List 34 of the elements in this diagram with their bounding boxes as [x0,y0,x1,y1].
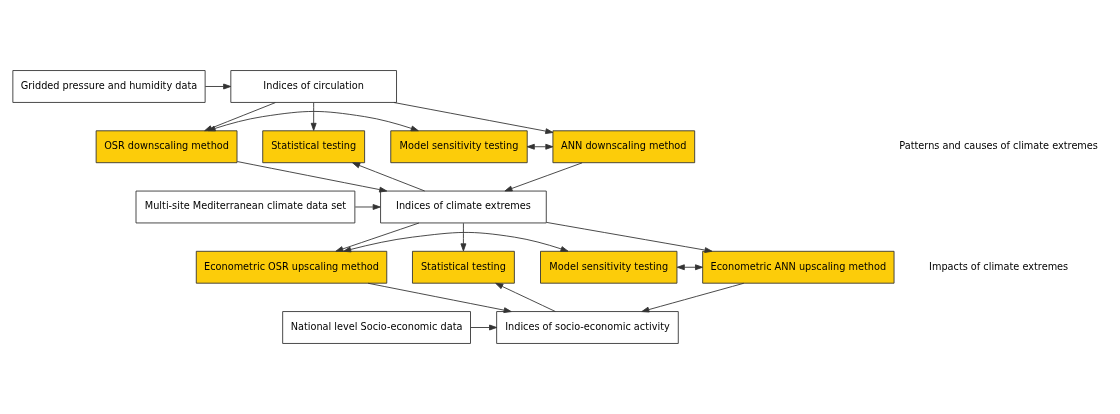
arrow [526,143,554,150]
node-box: Econometric ANN upscaling method [702,250,895,284]
node-box: Indices of circulation [230,70,397,103]
arrow [470,324,498,331]
arrow [495,282,556,312]
arrow [393,102,554,135]
arrow [207,111,419,132]
arrow [335,222,420,252]
label: Patterns and causes of climate extremes [899,140,1098,152]
arrow [310,102,317,131]
node-box: National level Socio-economic data [282,311,471,344]
arrow [204,83,232,90]
node-box: Indices of climate extremes [380,190,547,224]
arrow [367,282,512,314]
arrow [460,222,467,252]
arrow [641,282,745,313]
label: Impacts of climate extremes [929,260,1069,272]
arrow [676,264,703,271]
node-box: Model sensitivity testing [390,130,528,164]
node-box: Multi-site Mediterranean climate data set [135,190,356,224]
node-box: Econometric OSR upscaling method [195,250,388,284]
node-box: Statistical testing [412,250,515,284]
node-box: Indices of socio-economic activity [496,311,679,344]
arrow [236,161,388,193]
node-box: Gridded pressure and humidity data [12,70,206,103]
node-box: Model sensitivity testing [540,250,678,284]
arrow [354,204,381,210]
arrow [546,221,713,253]
node-box: OSR downscaling method [95,130,238,164]
arrow [352,162,426,192]
node-box: ANN downscaling method [552,130,696,164]
node-box: Statistical testing [262,130,366,164]
arrow [504,162,583,192]
arrow [343,232,569,253]
